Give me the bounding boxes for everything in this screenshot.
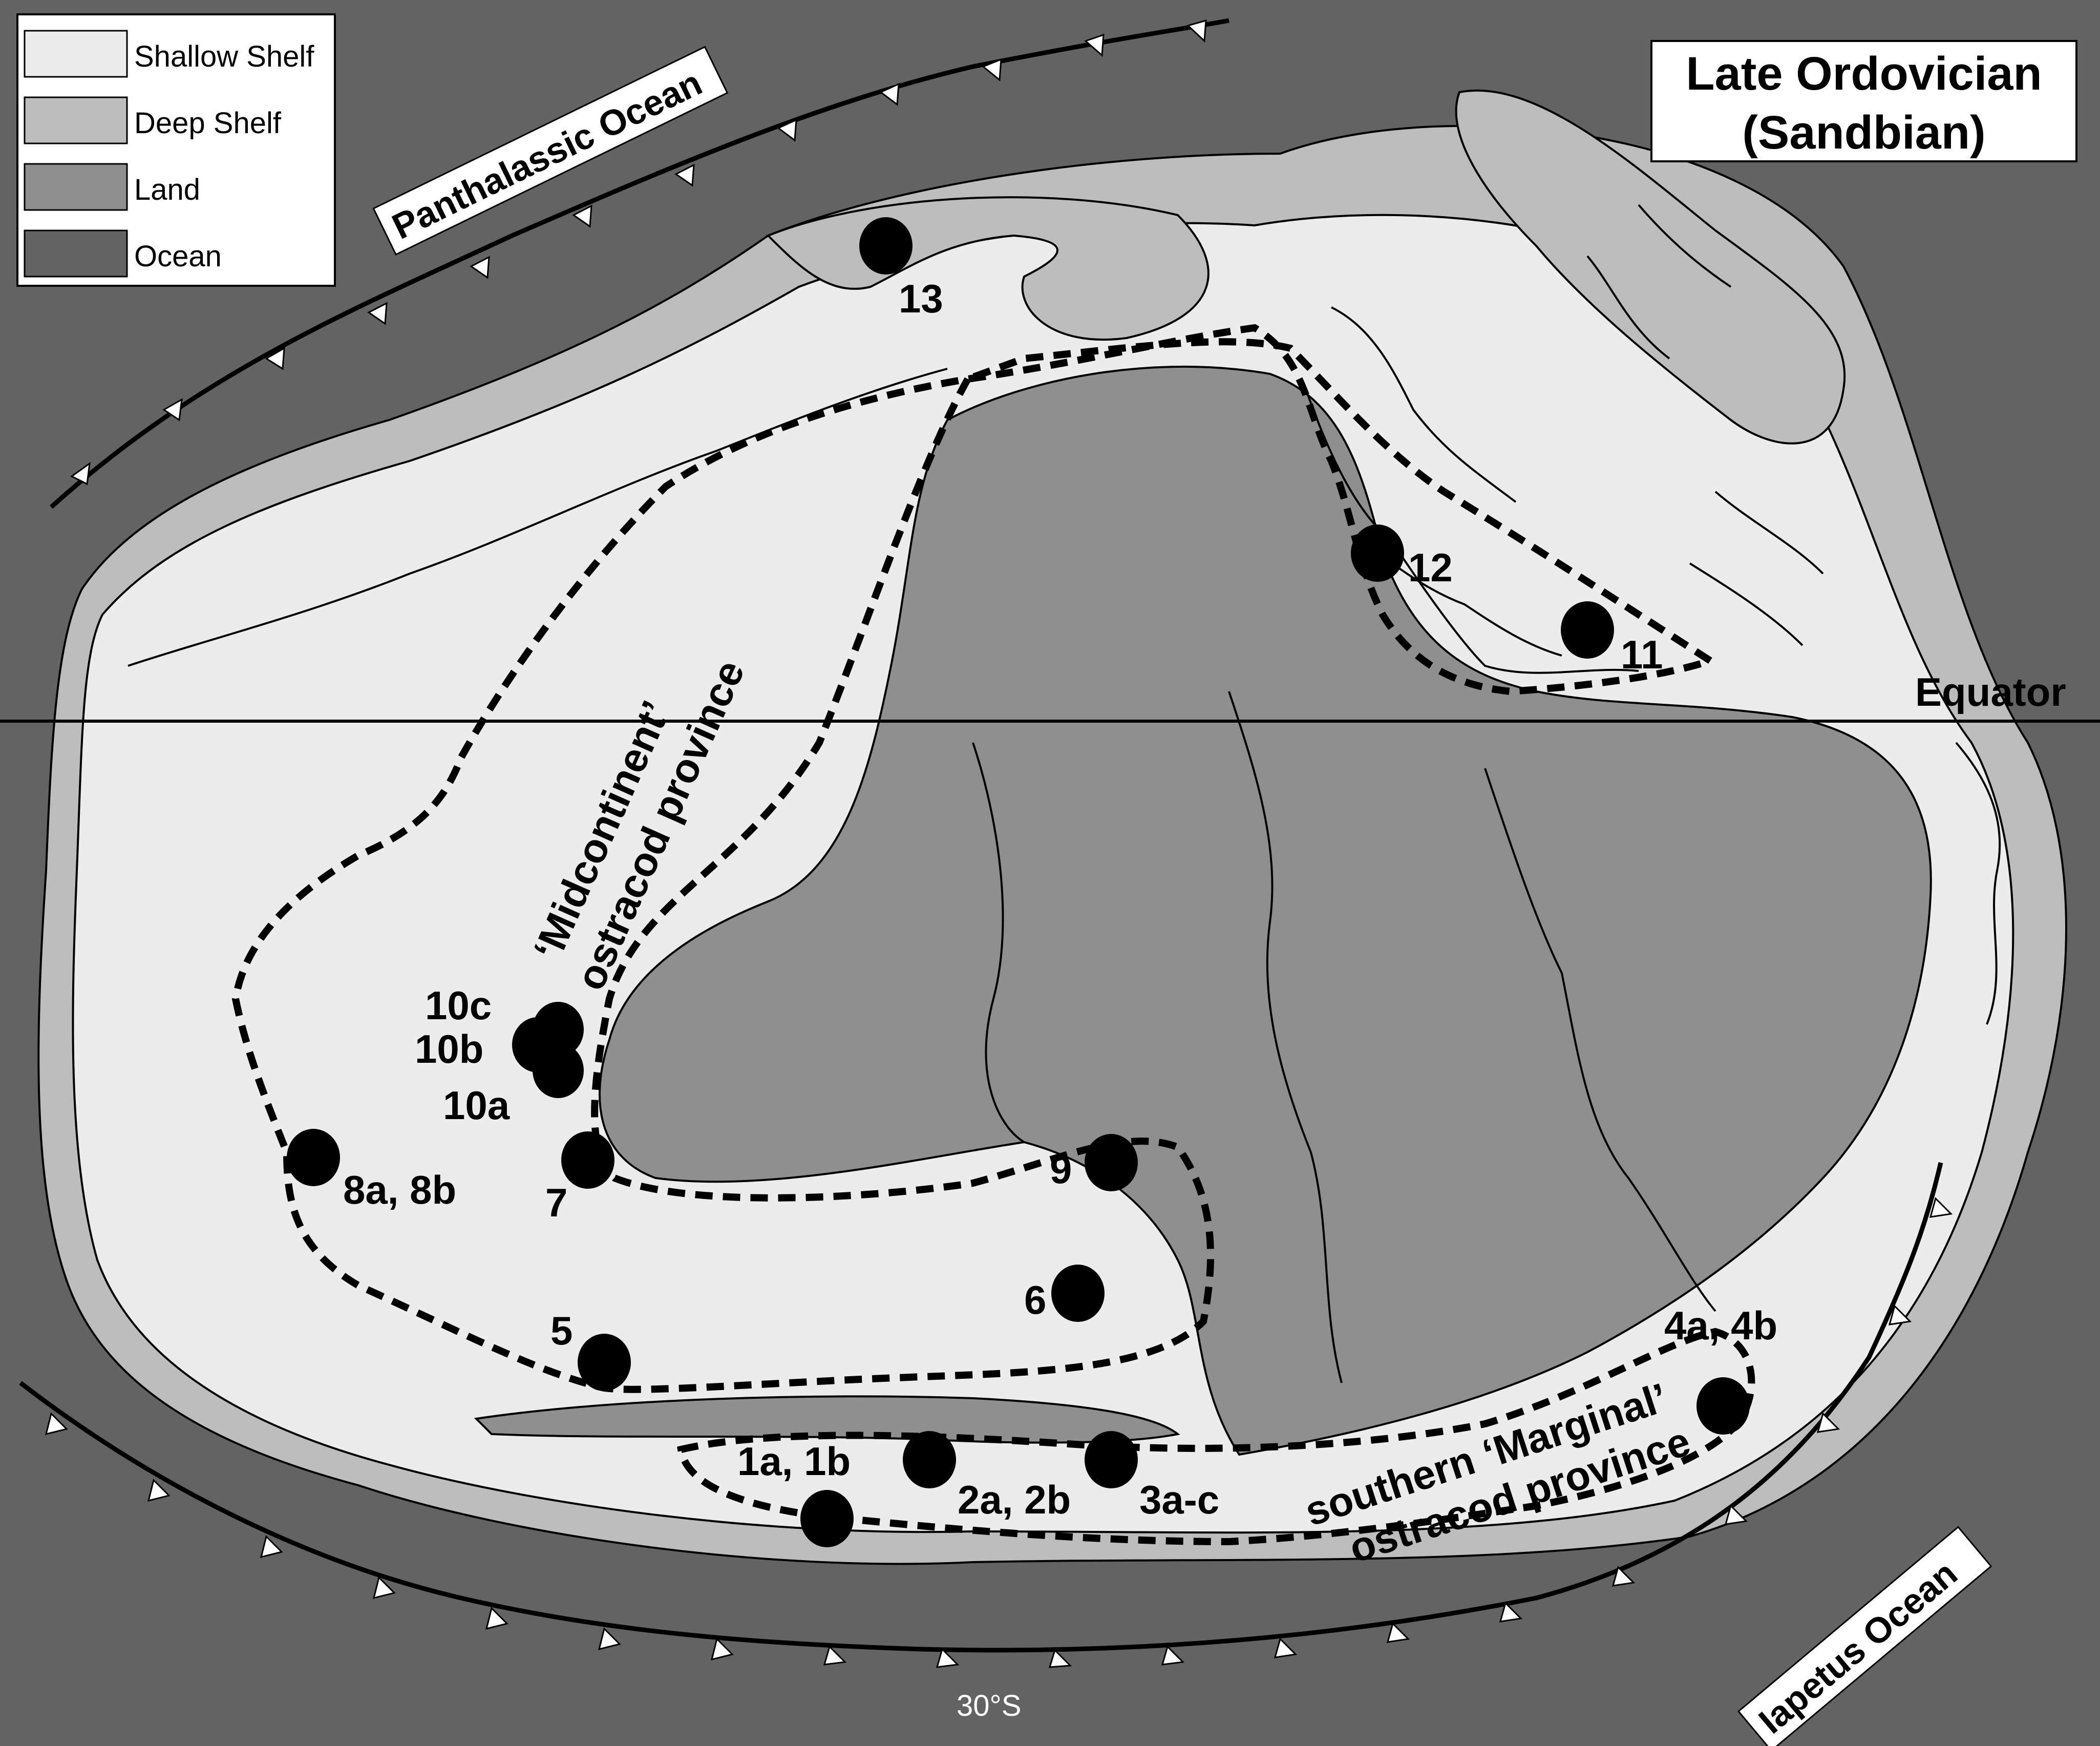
legend-swatch-shallow-shelf	[24, 30, 128, 78]
locality-7-label: 7	[545, 1180, 567, 1225]
locality-5-label: 5	[550, 1308, 572, 1353]
iapetus-thrust-teeth	[45, 1197, 1953, 1668]
coastline	[1228, 691, 1343, 1383]
locality-10b-label: 10b	[415, 1026, 483, 1071]
locality-10a-label: 10a	[443, 1083, 510, 1128]
northeast-deep-shelf-area	[1455, 89, 1846, 445]
title-line2: (Sandbian)	[1742, 107, 1985, 159]
title-box	[1650, 40, 2077, 162]
locality-6-dot	[1051, 1265, 1105, 1322]
panthalassic-label-box	[372, 46, 729, 256]
legend-swatch-deep-shelf	[24, 96, 128, 144]
locality-labels: 13 12 11 10c 10b 10a 8a, 8b 7 9 6 5 4a, …	[343, 276, 1777, 1522]
locality-8-label: 8a, 8b	[343, 1167, 456, 1212]
latitude-label: 30°S	[957, 1689, 1021, 1722]
iapetus-subduction-zone	[19, 1162, 1943, 1653]
legend-label-shallow-shelf: Shallow Shelf	[134, 40, 314, 73]
map-title: Late Ordovician (Sandbian)	[1650, 40, 2077, 162]
locality-12-label: 12	[1408, 545, 1453, 590]
locality-7-dot	[561, 1131, 614, 1189]
legend: Shallow Shelf Deep Shelf Land Ocean	[16, 13, 336, 287]
panthalassic-thrust-teeth	[70, 19, 1207, 486]
coastline	[972, 742, 1025, 1143]
iapetus-label-box	[1737, 1526, 1992, 1746]
midcontinent-province-boundary	[231, 324, 1719, 1393]
locality-12-dot	[1351, 524, 1404, 582]
title-line1: Late Ordovician	[1686, 48, 2042, 100]
locality-1-dot	[800, 1490, 854, 1547]
locality-2-label: 2a, 2b	[958, 1477, 1071, 1522]
locality-3-dot	[1085, 1431, 1138, 1488]
locality-13-label: 13	[899, 276, 943, 321]
locality-2-dot	[903, 1431, 956, 1488]
legend-swatch-land	[24, 163, 128, 211]
locality-11-dot	[1561, 601, 1614, 659]
coastline	[1955, 742, 2001, 1025]
localities	[287, 217, 1750, 1547]
coastline	[128, 368, 948, 667]
equator-label: Equator	[1915, 669, 2066, 714]
southern-land-strip	[474, 1395, 1180, 1444]
legend-label-land: Land	[134, 173, 200, 206]
coastline	[1305, 389, 1639, 674]
legend-label-deep-shelf: Deep Shelf	[134, 107, 282, 140]
locality-1-label: 1a, 1b	[737, 1439, 851, 1484]
locality-10a-dot	[533, 1043, 584, 1098]
legend-swatch-ocean	[24, 229, 128, 278]
legend-label-ocean: Ocean	[134, 240, 222, 273]
land-mass-interior	[599, 365, 1932, 1456]
locality-9-dot	[1085, 1134, 1138, 1191]
locality-13-dot	[859, 217, 913, 275]
locality-3-label: 3a-c	[1139, 1477, 1219, 1522]
locality-11-label: 11	[1621, 632, 1663, 677]
coastline	[1586, 204, 1824, 646]
locality-8-dot	[287, 1129, 340, 1186]
coastline	[1331, 306, 1517, 503]
locality-5-dot	[578, 1334, 631, 1391]
locality-6-label: 6	[1024, 1277, 1046, 1322]
locality-9-label: 9	[1050, 1147, 1072, 1192]
locality-4-label: 4a, 4b	[1664, 1303, 1777, 1348]
coastline	[1484, 768, 1716, 1312]
locality-10c-label: 10c	[425, 983, 492, 1028]
locality-4-dot	[1696, 1377, 1750, 1435]
